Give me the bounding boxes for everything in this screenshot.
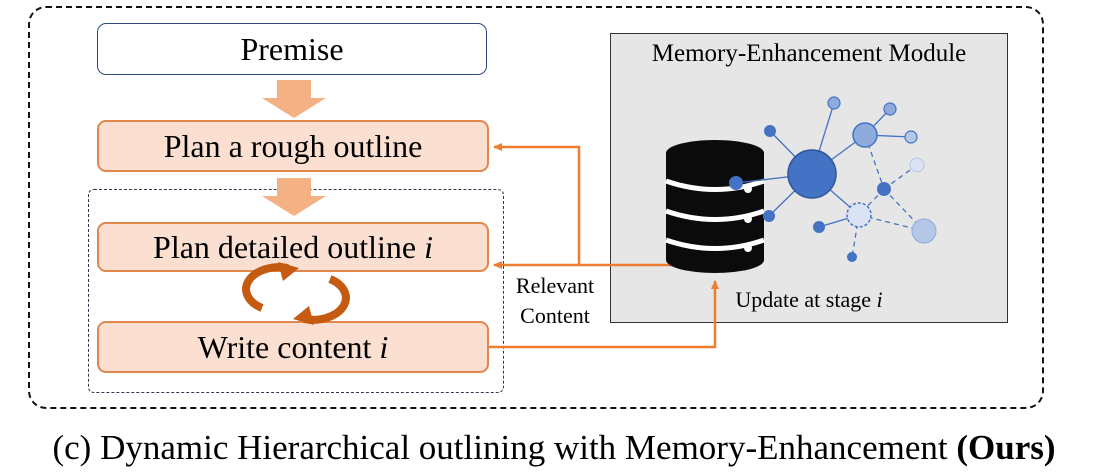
knowledge-graph-icon [729,96,937,262]
stage-variable: i [424,228,433,265]
detailed-outline-label: Plan detailed outline [153,228,417,265]
content-line: Content [520,303,590,328]
stage-variable: i [379,328,389,365]
flow-arrow-rough-to-detailed [262,178,326,216]
connector-lines [489,143,719,349]
write-content-box: Write content i [97,321,489,373]
relevant-line: Relevant [515,273,595,298]
rough-outline-label: Plan a rough outline [163,127,423,164]
figure-caption: (c) Dynamic Hierarchical outlining with … [0,428,1108,468]
outer-dashed-frame [28,6,1044,409]
flow-arrow-premise-to-rough [262,80,326,118]
cycle-arrows-icon [242,263,350,324]
rough-outline-box: Plan a rough outline [97,120,489,172]
premise-box: Premise [97,23,487,75]
caption-emphasis: (Ours) [956,428,1056,467]
detailed-outline-box: Plan detailed outline i [97,222,489,272]
connector-write-to-update [489,280,719,349]
stage-variable: i [876,287,883,312]
caption-text: (c) Dynamic Hierarchical outlining with … [52,428,948,467]
database-icon [665,140,765,273]
update-stage-label: Update at stage i [610,287,1008,313]
relevant-content-label: Relevant Content [503,271,607,331]
memory-module-title: Memory-Enhancement Module [651,40,967,67]
connector-to-rough-outline [493,143,581,265]
write-content-label: Write content [197,328,372,365]
update-stage-text: Update at stage [735,287,871,312]
premise-label: Premise [240,30,344,67]
